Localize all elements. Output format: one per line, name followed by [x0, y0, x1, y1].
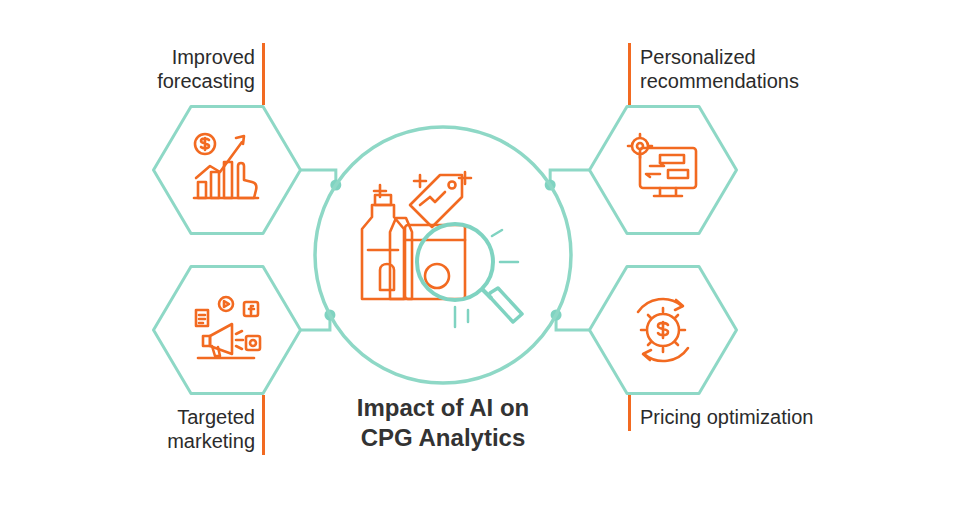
icon-stroke — [198, 357, 254, 360]
icon-stroke — [238, 163, 256, 198]
icon-stroke — [638, 299, 688, 361]
node-heading: Targeted marketing — [119, 405, 255, 453]
hex-outline — [152, 265, 302, 395]
icon-stroke — [410, 175, 462, 227]
icon-stroke — [654, 188, 682, 196]
icon-stroke — [374, 185, 386, 197]
icon-stroke — [249, 306, 254, 314]
icon-stroke — [250, 340, 256, 346]
icon-stroke — [219, 297, 233, 311]
icon-stroke — [236, 136, 244, 144]
accent-bar — [262, 395, 265, 455]
icon-stroke — [246, 336, 260, 350]
icon-stroke — [196, 142, 242, 178]
hex-outline — [152, 105, 302, 235]
icon-stroke — [380, 264, 394, 290]
icon-stroke — [368, 249, 398, 252]
icon-stroke — [417, 224, 493, 300]
hexagon-node: Improved forecasting — [152, 105, 302, 235]
node-heading: Personalized recommendations — [640, 45, 856, 93]
icon-stroke — [199, 315, 205, 323]
accent-bar — [628, 395, 631, 431]
hexagon-shape — [590, 107, 737, 234]
icon-stroke — [455, 230, 518, 327]
icon-stroke — [449, 182, 456, 189]
hexagon-shape — [154, 107, 301, 234]
icon-stroke — [489, 288, 522, 322]
node-heading: Improved forecasting — [119, 45, 255, 93]
accent-bar — [262, 43, 265, 105]
icon-stroke — [236, 331, 243, 349]
icon-stroke — [201, 138, 209, 150]
hexagon-shape — [590, 267, 737, 394]
hexagon-node: Personalized recommendations — [588, 105, 738, 235]
magnifier-symbol — [417, 224, 522, 327]
icon-stroke — [375, 195, 391, 205]
icon-stroke — [632, 138, 648, 154]
center-circle: Impact of AI on CPG Analytics — [313, 125, 573, 385]
icon-stroke — [224, 162, 232, 198]
icon-stroke — [646, 163, 664, 177]
icon-stroke — [658, 322, 668, 338]
icon-stroke — [459, 172, 471, 184]
marketing-icon — [196, 297, 260, 358]
hex-outline — [588, 105, 738, 235]
diagram-title: Impact of AI on CPG Analytics — [328, 393, 558, 453]
circle-outline — [313, 125, 573, 385]
icon-stroke — [425, 264, 449, 288]
icon-stroke — [211, 172, 219, 198]
node-heading: Pricing optimization — [640, 405, 856, 429]
products-illustration — [362, 172, 471, 299]
hexagon-node: Pricing optimization — [588, 265, 738, 395]
icon-stroke — [195, 134, 215, 154]
hexagon-shape — [154, 267, 301, 394]
icon-stroke — [414, 175, 426, 187]
icon-stroke — [212, 346, 220, 356]
hexagon-node: Targeted marketing — [152, 265, 302, 395]
icon-stroke — [405, 225, 465, 299]
pricing-icon — [638, 299, 688, 361]
icon-stroke — [420, 192, 445, 205]
hex-outline — [588, 265, 738, 395]
icon-stroke — [628, 134, 652, 158]
icon-stroke — [198, 182, 206, 198]
connector-line — [550, 170, 589, 185]
accent-bar — [628, 43, 631, 105]
icon-stroke — [244, 302, 258, 316]
icon-stroke — [203, 336, 210, 346]
icon-stroke — [641, 308, 685, 352]
circle-shape — [315, 127, 571, 383]
icon-stroke — [405, 239, 465, 242]
connector-line — [301, 170, 336, 185]
icon-stroke — [196, 310, 208, 326]
icon-stroke — [637, 143, 643, 149]
recommendation-icon — [628, 134, 696, 196]
forecast-icon — [194, 134, 258, 198]
icon-stroke — [640, 148, 696, 188]
icon-stroke — [660, 155, 684, 163]
icon-stroke — [668, 170, 688, 178]
icon-stroke — [224, 301, 229, 307]
